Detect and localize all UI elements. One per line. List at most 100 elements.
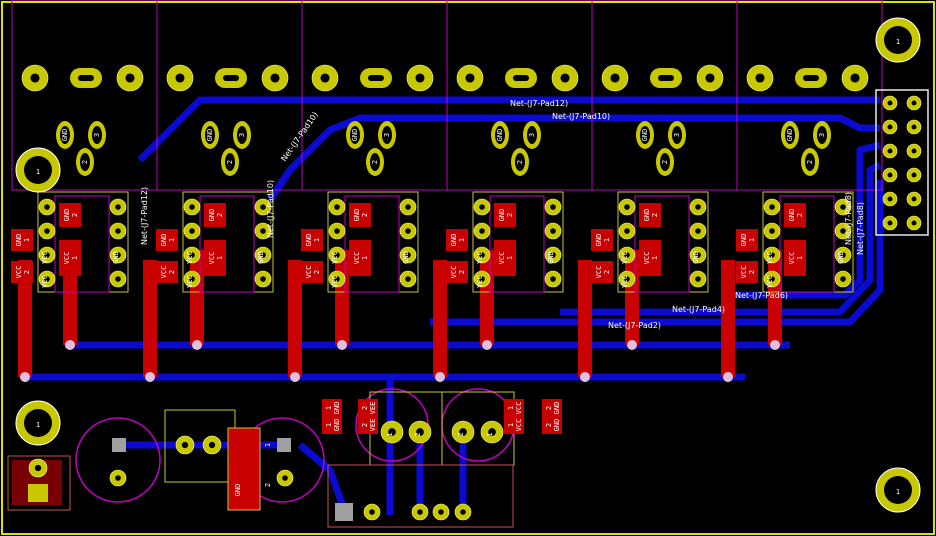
ic-pin[interactable] bbox=[834, 198, 852, 216]
pad[interactable] bbox=[202, 435, 222, 455]
pad-2[interactable]: 2 bbox=[511, 148, 529, 176]
ic-pin[interactable] bbox=[544, 222, 562, 240]
ic-pin[interactable] bbox=[834, 222, 852, 240]
pad-2[interactable]: 2 bbox=[801, 148, 819, 176]
ic-pin[interactable] bbox=[544, 198, 562, 216]
mounting-hole[interactable]: 1 bbox=[15, 147, 61, 193]
connector-pin[interactable] bbox=[882, 167, 898, 183]
relay-pad-oval[interactable] bbox=[505, 68, 537, 88]
pad-gnd[interactable]: GND bbox=[636, 121, 654, 149]
relay-pad[interactable] bbox=[406, 64, 434, 92]
ic-pin[interactable]: VCC bbox=[473, 270, 491, 288]
ic-pin[interactable]: GND bbox=[254, 246, 272, 264]
ic-pin[interactable] bbox=[183, 198, 201, 216]
ic-pin[interactable] bbox=[109, 270, 127, 288]
ic-pin[interactable] bbox=[254, 222, 272, 240]
ic-pin[interactable] bbox=[38, 198, 56, 216]
ic-pin[interactable] bbox=[473, 198, 491, 216]
ic-pin[interactable]: VCC bbox=[183, 246, 201, 264]
ic-pin[interactable]: VCC bbox=[38, 270, 56, 288]
connector-pin[interactable] bbox=[882, 215, 898, 231]
ic-pin[interactable]: GND bbox=[689, 246, 707, 264]
ic-pin[interactable]: GND bbox=[109, 246, 127, 264]
mounting-hole[interactable]: 1 bbox=[875, 17, 921, 63]
pad-2[interactable]: 2 bbox=[221, 148, 239, 176]
connector-pin[interactable] bbox=[882, 143, 898, 159]
ic-pin[interactable] bbox=[689, 270, 707, 288]
ic-pin[interactable]: VCC bbox=[183, 270, 201, 288]
ic-pin[interactable]: VCC bbox=[763, 246, 781, 264]
ic-pin[interactable] bbox=[38, 222, 56, 240]
ic-pin[interactable] bbox=[328, 222, 346, 240]
cap-pad[interactable]: 2 bbox=[408, 420, 432, 444]
connector-pin[interactable] bbox=[906, 215, 922, 231]
ic-pin[interactable]: VCC bbox=[618, 270, 636, 288]
pad-2[interactable]: 2 bbox=[656, 148, 674, 176]
connector-pin[interactable] bbox=[906, 167, 922, 183]
pad-3[interactable]: 3 bbox=[813, 121, 831, 149]
pad-3[interactable]: 3 bbox=[233, 121, 251, 149]
ic-pin[interactable] bbox=[689, 222, 707, 240]
ic-pin[interactable]: VCC bbox=[328, 270, 346, 288]
pad[interactable] bbox=[454, 503, 472, 521]
pad[interactable] bbox=[175, 435, 195, 455]
ic-pin[interactable] bbox=[399, 198, 417, 216]
relay-pad[interactable] bbox=[261, 64, 289, 92]
ic-pin[interactable]: GND bbox=[834, 246, 852, 264]
ic-pin[interactable] bbox=[618, 198, 636, 216]
connector-j7[interactable] bbox=[875, 89, 929, 236]
ic-pin[interactable]: VCC bbox=[38, 246, 56, 264]
mounting-hole[interactable]: 1 bbox=[875, 467, 921, 513]
pad-3[interactable]: 3 bbox=[523, 121, 541, 149]
relay-pad[interactable] bbox=[311, 64, 339, 92]
relay-pad[interactable] bbox=[551, 64, 579, 92]
relay-pad[interactable] bbox=[746, 64, 774, 92]
relay-pad[interactable] bbox=[21, 64, 49, 92]
pad[interactable] bbox=[363, 503, 381, 521]
pad-3[interactable]: 3 bbox=[88, 121, 106, 149]
pad-2[interactable]: 2 bbox=[366, 148, 384, 176]
pad-gnd[interactable]: GND bbox=[56, 121, 74, 149]
ic-pin[interactable] bbox=[109, 198, 127, 216]
ic-pin[interactable] bbox=[399, 222, 417, 240]
relay-pad[interactable] bbox=[116, 64, 144, 92]
ic-pin[interactable]: VCC bbox=[763, 270, 781, 288]
connector-pin[interactable] bbox=[882, 95, 898, 111]
ic-pin[interactable] bbox=[254, 270, 272, 288]
cap-pad[interactable]: 1 bbox=[480, 420, 504, 444]
ic-pin[interactable]: VCC bbox=[618, 246, 636, 264]
cap-pad[interactable]: 1 bbox=[380, 420, 404, 444]
ic-pin[interactable] bbox=[618, 222, 636, 240]
relay-pad[interactable] bbox=[696, 64, 724, 92]
ic-pin[interactable] bbox=[544, 270, 562, 288]
pad[interactable] bbox=[276, 469, 294, 487]
mounting-hole[interactable]: 1 bbox=[15, 400, 61, 446]
ic-pin[interactable] bbox=[109, 222, 127, 240]
relay-pad[interactable] bbox=[456, 64, 484, 92]
connector-pin[interactable] bbox=[906, 191, 922, 207]
ic-pin[interactable]: GND bbox=[399, 246, 417, 264]
relay-pad-oval[interactable] bbox=[70, 68, 102, 88]
power-jack-pad[interactable] bbox=[28, 458, 48, 478]
